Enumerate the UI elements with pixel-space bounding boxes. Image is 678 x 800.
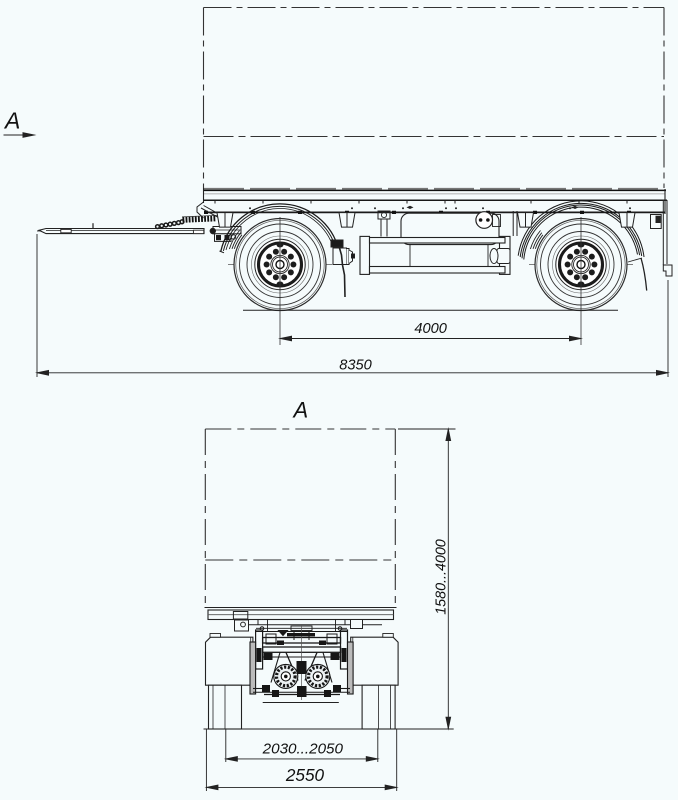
svg-text:A: A bbox=[292, 398, 309, 423]
svg-text:4000: 4000 bbox=[414, 321, 446, 337]
svg-text:2550: 2550 bbox=[285, 765, 325, 785]
svg-text:2030...2050: 2030...2050 bbox=[262, 741, 344, 758]
svg-text:8350: 8350 bbox=[339, 358, 371, 374]
svg-text:1580...4000: 1580...4000 bbox=[434, 539, 450, 615]
svg-text:A: A bbox=[3, 108, 20, 134]
